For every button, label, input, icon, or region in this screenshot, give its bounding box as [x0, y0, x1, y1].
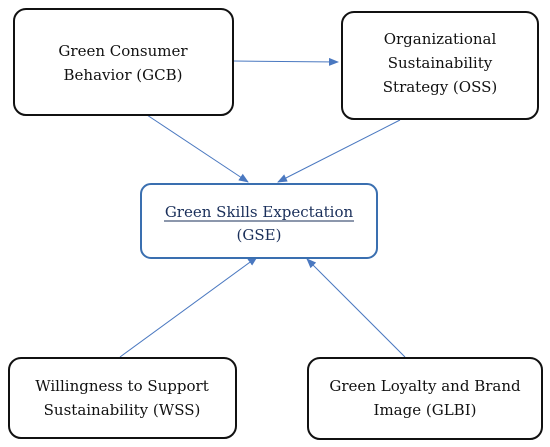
- node-oss-line3: Strategy (OSS): [383, 78, 497, 96]
- node-oss-line1: Organizational: [384, 30, 497, 48]
- node-glbi: Green Loyalty and Brand Image (GLBI): [307, 357, 543, 440]
- node-oss-line2: Sustainability: [388, 54, 493, 72]
- node-gcb-line2: Behavior (GCB): [64, 66, 183, 84]
- node-wss-line1: Willingness to Support: [35, 377, 209, 395]
- edge-wss-to-gse: [119, 256, 258, 358]
- node-gcb-line1: Green Consumer: [58, 42, 188, 60]
- node-wss-box: [8, 357, 237, 439]
- node-glbi-line1: Green Loyalty and Brand: [329, 377, 521, 395]
- node-oss: Organizational Sustainability Strategy (…: [341, 11, 539, 120]
- node-gse-line1: Green Skills Expectation: [165, 203, 354, 221]
- node-gse: Green Skills Expectation (GSE): [140, 183, 378, 259]
- edge-oss-to-gse: [277, 119, 401, 183]
- edge-glbi-to-gse: [306, 258, 406, 358]
- node-gse-line2: (GSE): [237, 226, 282, 244]
- node-gcb: Green Consumer Behavior (GCB): [13, 8, 234, 116]
- node-wss: Willingness to Support Sustainability (W…: [8, 357, 237, 439]
- node-gcb-box: [13, 8, 234, 116]
- node-glbi-box: [307, 357, 543, 440]
- edge-gcb-to-oss: [232, 57, 339, 66]
- edge-gcb-to-gse: [146, 114, 249, 183]
- node-wss-line2: Sustainability (WSS): [44, 401, 201, 419]
- node-glbi-line2: Image (GLBI): [374, 401, 477, 419]
- node-oss-box: [341, 11, 539, 120]
